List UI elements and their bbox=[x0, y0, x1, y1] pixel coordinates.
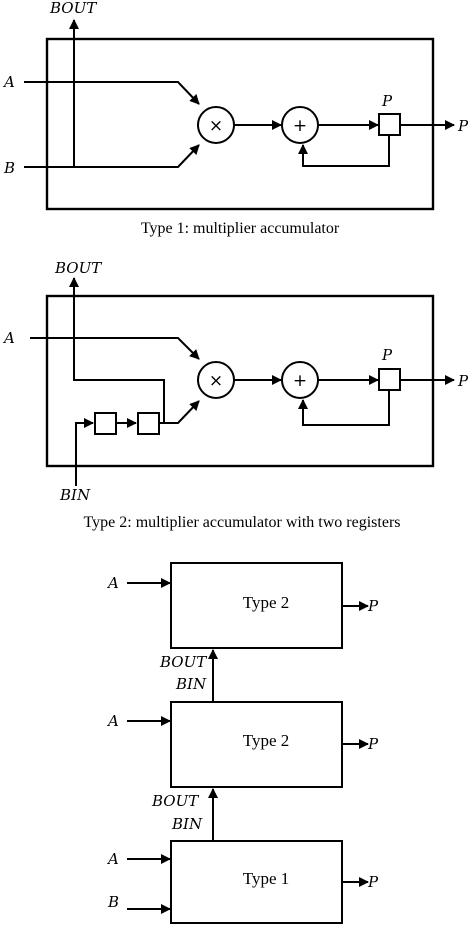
chain-block-mid-a-label: A bbox=[106, 712, 119, 730]
type2-bout-label: BOUT bbox=[54, 259, 102, 277]
chain-block-mid bbox=[170, 701, 343, 788]
chain-block-bottom bbox=[170, 840, 343, 924]
type1-multiplier-symbol: × bbox=[209, 116, 223, 136]
type1-bout-label: BOUT bbox=[49, 0, 97, 17]
type1-caption: Type 1: multiplier accumulator bbox=[141, 220, 340, 237]
chain-block-top-p-label: P bbox=[367, 597, 379, 615]
type2-p-register bbox=[378, 368, 401, 391]
type2-output-label: P bbox=[457, 372, 469, 390]
type1-adder-symbol: + bbox=[293, 116, 307, 136]
chain-block-bottom-p-label: P bbox=[367, 873, 379, 891]
type2-register-2 bbox=[137, 412, 160, 435]
chain-diagram: Type 2 A P BOUT BIN Type 2 A P BOUT BIN … bbox=[106, 562, 379, 924]
type1-input-a-wire bbox=[24, 81, 200, 105]
type1-input-b-label: B bbox=[3, 159, 15, 177]
type2-input-a-label: A bbox=[2, 329, 15, 347]
type2-bin-wire bbox=[75, 418, 94, 486]
type2-feedback-wire bbox=[298, 390, 390, 426]
type1-input-b-wire bbox=[24, 144, 200, 168]
type2-bout-wire bbox=[69, 277, 165, 423]
type2-p-register-label: P bbox=[381, 346, 393, 364]
type1-output-label: P bbox=[457, 117, 469, 135]
chain-block-mid-label: Type 2 bbox=[243, 731, 290, 750]
chain-link-top-bout-label: BOUT bbox=[159, 653, 207, 671]
chain-block-bottom-label: Type 1 bbox=[243, 869, 290, 888]
type2-reg2-to-mult-wire bbox=[159, 400, 200, 424]
chain-block-top-a-label: A bbox=[106, 574, 119, 592]
type1-feedback-wire bbox=[298, 135, 390, 167]
chain-link-top-bin-label: BIN bbox=[175, 675, 207, 693]
type2-diagram: BOUT A BIN × + P P Type 2: multiplier ac… bbox=[2, 259, 469, 531]
type1-input-a-label: A bbox=[2, 73, 15, 91]
type1-p-register-label: P bbox=[381, 92, 393, 110]
type2-bin-label: BIN bbox=[59, 486, 91, 504]
chain-block-bottom-b-label: B bbox=[107, 893, 119, 911]
chain-block-top bbox=[170, 562, 343, 649]
chain-block-mid-p-label: P bbox=[367, 735, 379, 753]
chain-block-top-label: Type 2 bbox=[243, 593, 290, 612]
chain-link-bottom-bout-label: BOUT bbox=[151, 792, 199, 810]
type1-diagram: BOUT A B × + P P Type 1: multiplier accu… bbox=[2, 0, 469, 237]
type1-p-register bbox=[378, 113, 401, 136]
type2-multiplier-symbol: × bbox=[209, 371, 223, 391]
chain-link-bottom-bin-label: BIN bbox=[171, 815, 203, 833]
type2-input-a-wire bbox=[30, 337, 200, 360]
type2-register-1 bbox=[94, 412, 117, 435]
chain-block-bottom-a-label: A bbox=[106, 850, 119, 868]
type2-caption: Type 2: multiplier accumulator with two … bbox=[83, 514, 400, 531]
type2-adder-symbol: + bbox=[293, 371, 307, 391]
